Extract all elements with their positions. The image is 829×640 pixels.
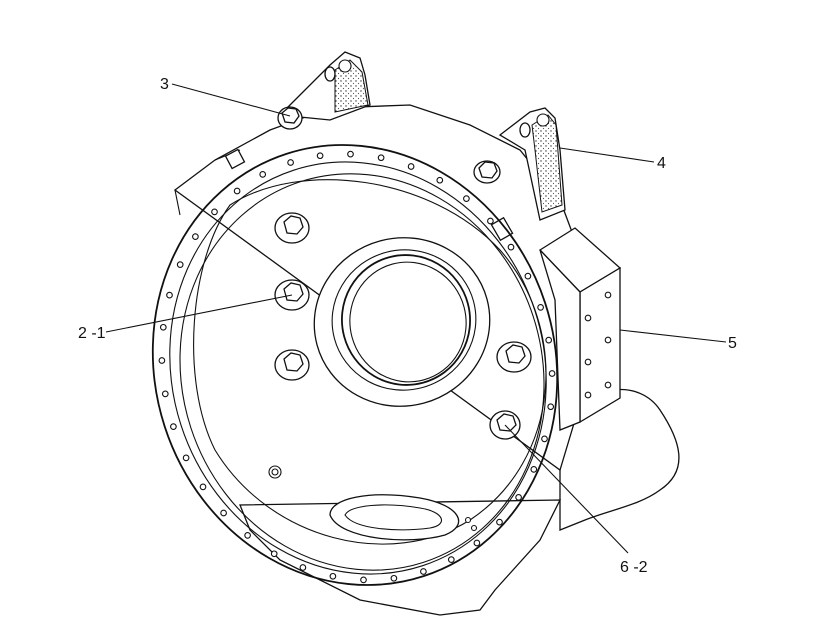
- flange-bolt-hole: [377, 154, 385, 162]
- mounting-block: [490, 216, 622, 431]
- central-bore: [313, 237, 491, 407]
- callout-4: 4: [657, 155, 666, 172]
- callout-6-2: 6 -2: [620, 559, 648, 576]
- flange-bolt-hole: [199, 483, 207, 491]
- flange-bolt-hole: [545, 336, 553, 344]
- flange-bolt-hole: [524, 272, 532, 280]
- flange-bolt-hole: [170, 423, 177, 430]
- flange-bolt-hole: [192, 233, 199, 240]
- flange-bolt-hole: [244, 532, 251, 539]
- callout-5: 5: [728, 335, 737, 352]
- flange-bolt-hole: [537, 304, 544, 311]
- flange-bolt-hole: [541, 435, 548, 443]
- front-flange: [151, 144, 559, 586]
- flange-bolt-hole: [463, 195, 470, 202]
- face-bolts: [274, 212, 532, 440]
- bolt-upper-left: [274, 212, 310, 244]
- flange-bolt-hole: [515, 494, 522, 501]
- flange-bolt-hole: [182, 454, 190, 462]
- flange-bolt-hole: [161, 390, 169, 398]
- callout-labels: 3 4 5 2 -1 6 -2: [78, 76, 737, 576]
- flange-bolt-hole: [159, 323, 167, 331]
- flange-bolt-hole: [473, 539, 481, 547]
- flange-bolt-hole: [496, 518, 503, 526]
- flange-bolt-hole: [166, 291, 173, 299]
- flange-bolt-hole: [547, 403, 555, 411]
- leader-lines: [105, 83, 727, 554]
- flange-bolt-hole: [316, 152, 324, 160]
- lifting-bracket-right: [473, 107, 566, 221]
- flange-bolt-hole: [447, 556, 455, 563]
- flange-bolt-hole: [158, 357, 166, 364]
- flange-bolt-hole: [270, 550, 278, 558]
- flange-bolt-holes: [158, 150, 556, 584]
- flange-bolt-hole: [407, 163, 415, 170]
- flange-bolt-hole: [329, 572, 337, 580]
- lifting-bracket-left: [277, 51, 371, 130]
- flange-bolt-hole: [507, 243, 515, 251]
- bolt-right: [496, 341, 532, 373]
- flange-bolt-hole: [259, 171, 267, 178]
- flange-bolt-hole: [220, 509, 227, 517]
- callout-3: 3: [160, 76, 169, 93]
- flange-bolt-hole: [436, 176, 444, 184]
- flange-bolt-hole: [487, 217, 494, 225]
- flange-bolt-hole: [287, 159, 294, 166]
- flange-bolt-hole: [299, 564, 307, 571]
- flange-bolt-hole: [233, 187, 241, 195]
- flange-bolt-hole: [390, 574, 398, 582]
- flange-bolt-hole: [420, 568, 427, 575]
- flange-bolt-hole: [211, 208, 218, 216]
- flange-bolt-hole: [548, 370, 556, 377]
- callout-2-1: 2 -1: [78, 325, 106, 342]
- flange-bolt-hole: [347, 150, 354, 158]
- housing-face: [193, 179, 547, 545]
- flange-bolt-hole: [530, 466, 538, 473]
- bolt-lower-left: [274, 349, 310, 381]
- flange-bolt-hole: [176, 261, 184, 268]
- flange-bolt-hole: [360, 576, 367, 584]
